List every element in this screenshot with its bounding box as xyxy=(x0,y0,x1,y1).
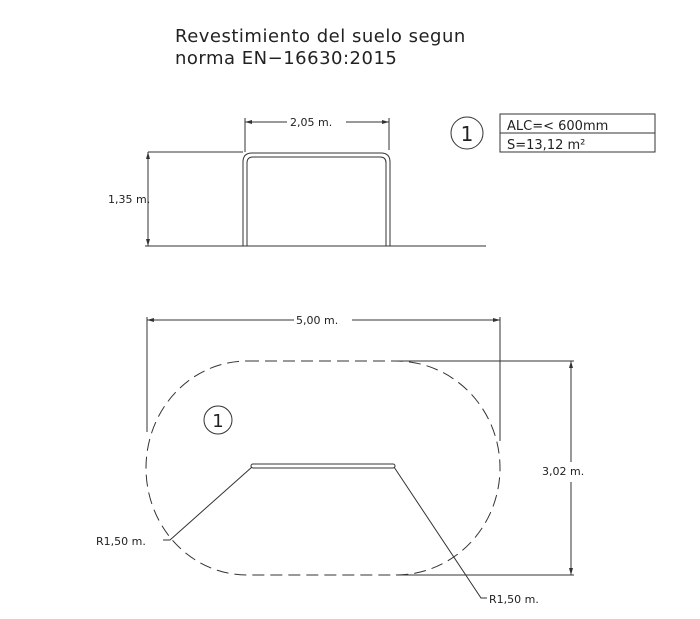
arrow-icon xyxy=(569,568,573,575)
height-label: 1,35 m. xyxy=(108,193,150,206)
radius-leader-right xyxy=(393,466,487,599)
equipment-outline-outer xyxy=(242,152,391,246)
arrow-icon xyxy=(146,239,150,246)
radius-label-left: R1,50 m. xyxy=(96,535,146,548)
plan-view xyxy=(145,317,574,599)
equipment-outline-inner xyxy=(246,156,387,246)
arrow-icon xyxy=(569,361,573,368)
legend-row-2: S=13,12 m² xyxy=(507,138,585,153)
arrow-icon xyxy=(146,152,150,159)
equipment-plan xyxy=(250,463,396,469)
title-line-2: norma EN−16630:2015 xyxy=(175,48,397,69)
title-line-1: Revestimiento del suelo segun xyxy=(175,26,466,47)
zone-marker-circle xyxy=(203,405,233,435)
legend-marker: 1 xyxy=(461,122,474,146)
safety-area-outline xyxy=(145,360,501,576)
arrow-icon xyxy=(382,120,389,124)
radius-label-right: R1,50 m. xyxy=(489,593,539,606)
elevation-view xyxy=(145,118,486,247)
zone-marker-circle xyxy=(450,116,484,150)
arrow-icon xyxy=(493,318,500,322)
width-label: 2,05 m. xyxy=(290,116,332,129)
radius-leader-left xyxy=(163,466,253,541)
legend-row-1: ALC=< 600mm xyxy=(507,119,608,134)
zone-marker: 1 xyxy=(212,411,223,432)
length-label: 5,00 m. xyxy=(296,314,338,327)
arrow-icon xyxy=(147,318,154,322)
arrow-icon xyxy=(245,120,252,124)
width-label: 3,02 m. xyxy=(542,465,584,478)
